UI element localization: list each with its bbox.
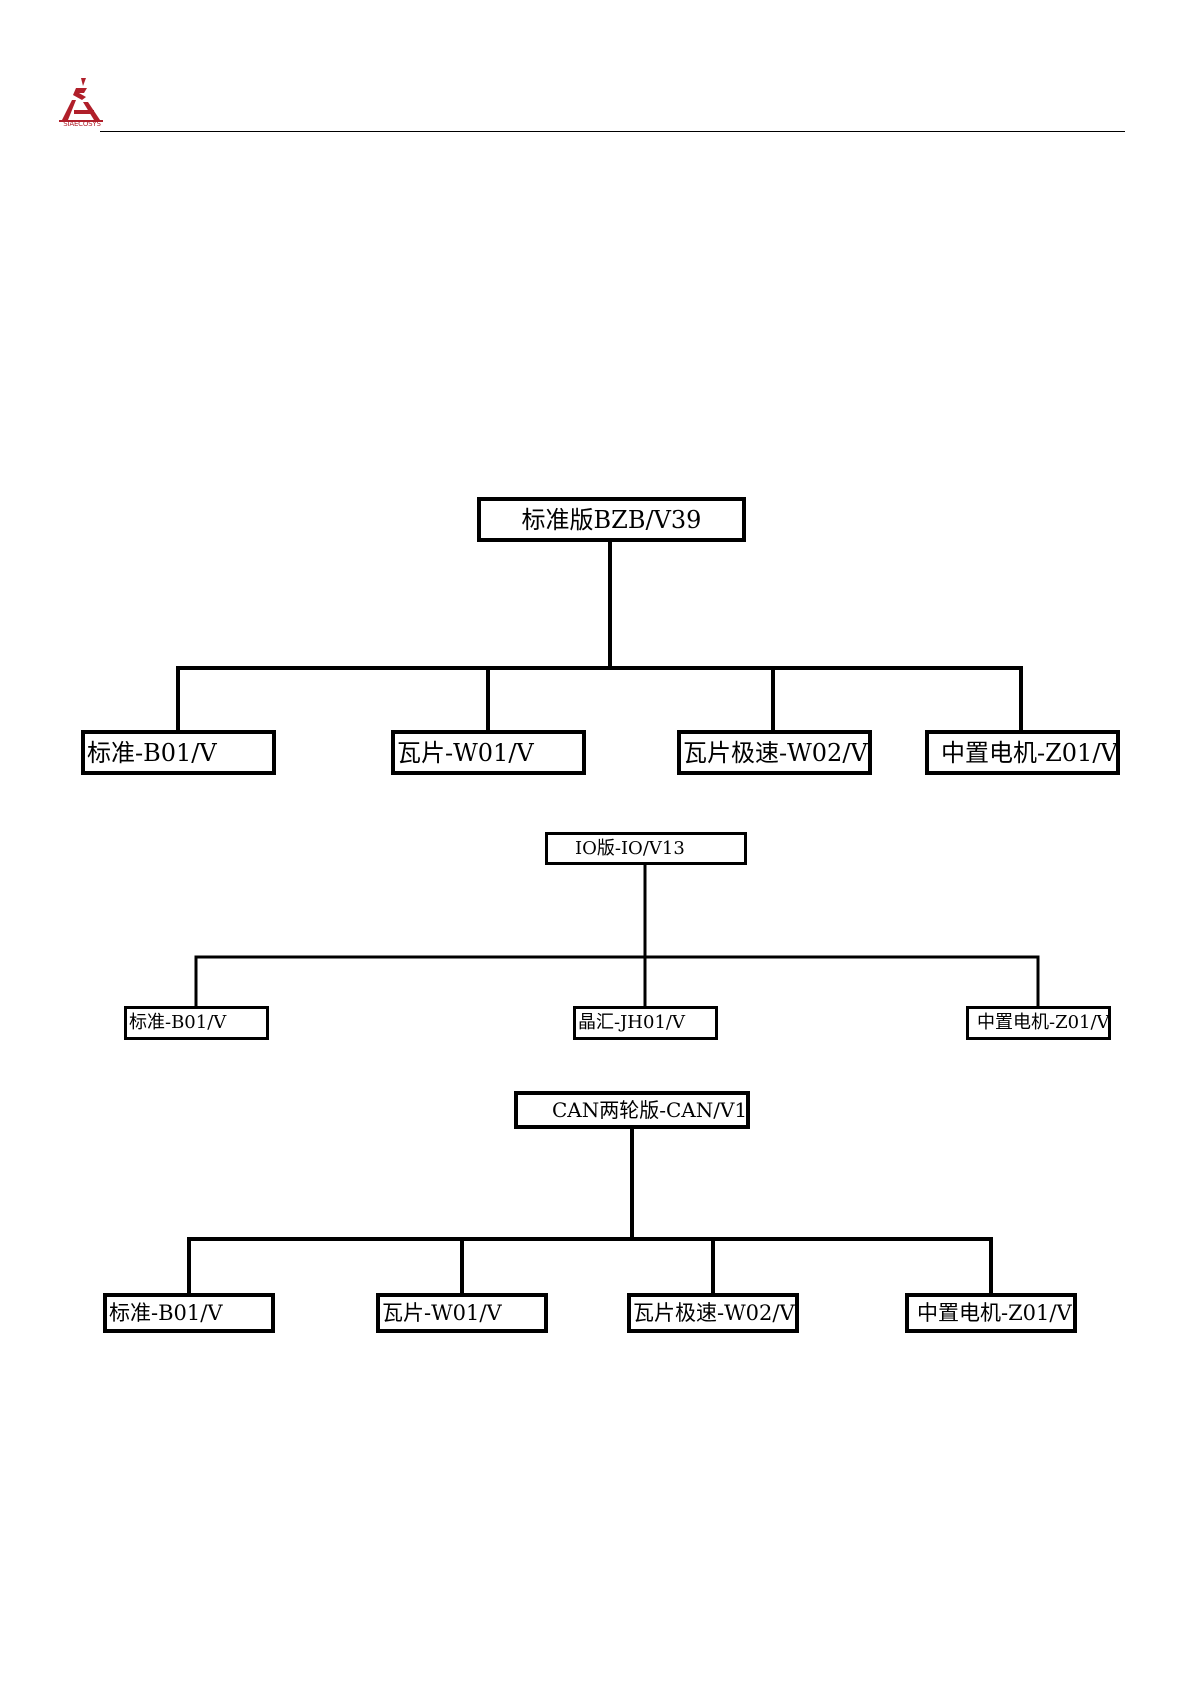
node-standard-child-2: 瓦片-W01/V	[391, 730, 586, 775]
node-standard-child-4: 中置电机-Z01/V	[925, 730, 1120, 775]
node-io-root: IO版-IO/V13	[545, 832, 747, 865]
node-can-child-4-label: 中置电机-Z01/V	[917, 1303, 1072, 1324]
node-standard-root-label: 标准版BZB/V39	[522, 508, 702, 532]
node-io-child-1-label: 标准-B01/V	[129, 1014, 226, 1032]
node-io-root-label: IO版-IO/V13	[575, 840, 685, 858]
node-can-child-4: 中置电机-Z01/V	[905, 1293, 1077, 1333]
node-can-child-3: 瓦片极速-W02/V	[627, 1293, 799, 1333]
node-standard-child-4-label: 中置电机-Z01/V	[941, 741, 1118, 765]
node-io-child-3-label: 中置电机-Z01/V	[977, 1014, 1110, 1032]
node-standard-child-1: 标准-B01/V	[81, 730, 276, 775]
node-io-child-1: 标准-B01/V	[124, 1006, 269, 1040]
node-io-child-2: 晶汇-JH01/V	[573, 1006, 718, 1040]
node-io-child-3: 中置电机-Z01/V	[966, 1006, 1111, 1040]
node-standard-child-3-label: 瓦片极速-W02/V	[683, 741, 868, 765]
node-can-child-2-label: 瓦片-W01/V	[382, 1303, 502, 1324]
node-can-child-1: 标准-B01/V	[103, 1293, 275, 1333]
node-standard-child-1-label: 标准-B01/V	[87, 741, 217, 765]
node-can-child-1-label: 标准-B01/V	[109, 1303, 223, 1324]
node-standard-root: 标准版BZB/V39	[477, 497, 746, 542]
node-can-root: CAN两轮版-CAN/V1	[514, 1091, 750, 1129]
node-io-child-2-label: 晶汇-JH01/V	[578, 1014, 685, 1032]
node-standard-child-2-label: 瓦片-W01/V	[397, 741, 534, 765]
node-can-root-label: CAN两轮版-CAN/V1	[552, 1100, 747, 1120]
node-can-child-2: 瓦片-W01/V	[376, 1293, 548, 1333]
node-can-child-3-label: 瓦片极速-W02/V	[633, 1303, 795, 1324]
node-standard-child-3: 瓦片极速-W02/V	[677, 730, 872, 775]
